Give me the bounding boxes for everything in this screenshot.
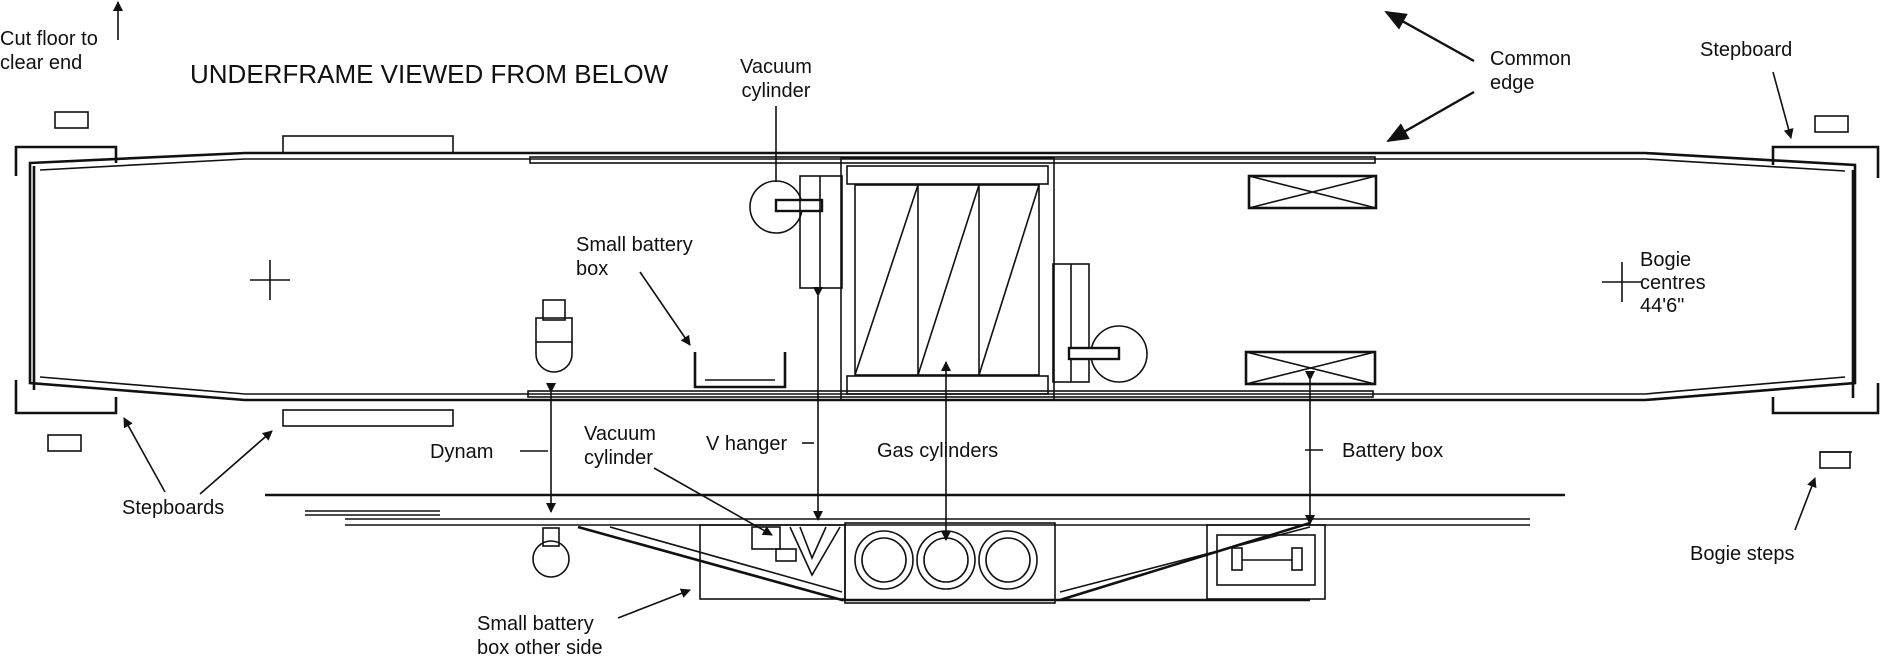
dynamo-plan — [535, 299, 573, 373]
stepboard-label: Stepboard — [1700, 39, 1792, 61]
diagram-title: UNDERFRAME VIEWED FROM BELOW — [190, 59, 669, 89]
stepboard-side-top — [282, 135, 454, 154]
common-edge-line-2: edge — [1490, 72, 1535, 94]
small-battery-box-plan — [693, 352, 787, 389]
stepboards-label: Stepboards — [122, 497, 224, 519]
cut-floor-line-1: Cut floor to — [0, 28, 98, 50]
stepboard-right-top — [1771, 145, 1880, 178]
plan-view — [14, 111, 1880, 452]
dynam-label: Dynam — [430, 441, 493, 463]
common-edge-line-1: Common — [1490, 48, 1571, 70]
leaders — [113, 1, 1817, 619]
stepboard-arrow — [1772, 71, 1794, 139]
vacuum-cylinder-side-arrow — [653, 467, 773, 536]
bogie-centre-left — [250, 260, 290, 300]
common-edge-arrow-up — [1384, 10, 1475, 63]
bottom-rail — [527, 390, 1374, 398]
vacuum-cylinder-top-line-1: Vacuum — [740, 56, 812, 78]
stepboard-left-top — [14, 145, 118, 176]
battery-box-side — [1206, 524, 1326, 600]
truss-rod-right-2 — [1059, 526, 1311, 593]
battery-box-plan-bottom — [1244, 350, 1377, 386]
truss-rod-left-2 — [609, 526, 843, 593]
small-battery-box-side — [699, 524, 846, 600]
truss-rod-left — [577, 525, 1310, 602]
stepboards-arrow-1 — [123, 417, 166, 493]
bogie-step-right-side — [1819, 451, 1851, 469]
small-battery-box-other-side-line-2: box other side — [477, 637, 603, 659]
bogie-step-right-top — [1814, 115, 1849, 133]
gas-cylinders-label: Gas cylinders — [877, 440, 998, 462]
top-rail — [529, 156, 1376, 164]
v-hanger-label: V hanger — [706, 433, 788, 455]
stepboard-left-bottom — [14, 380, 118, 415]
vacuum-cylinder-side-line-1: Vacuum — [584, 423, 656, 445]
cut-floor-line-2: clear end — [0, 52, 82, 74]
truss-rod-right — [1059, 521, 1311, 602]
small-battery-box-other-side-arrow — [617, 588, 691, 619]
bogie-centres-line-2: centres — [1640, 272, 1706, 294]
underframe-outline — [28, 151, 1857, 402]
bogie-centres-line-3: 44'6" — [1640, 295, 1684, 317]
vacuum-cylinder-side-line-2: cylinder — [584, 447, 653, 469]
gas-cylinders-plan — [840, 157, 1055, 401]
small-battery-box-arrow — [639, 271, 691, 346]
dynamo-side — [532, 527, 570, 578]
stepboards-arrow-2 — [199, 430, 273, 495]
sole-bar-top — [39, 158, 1846, 172]
small-battery-box-line-1: Small battery — [576, 234, 693, 256]
bogie-steps-label: Bogie steps — [1690, 543, 1795, 565]
stepboard-side-bottom — [282, 409, 454, 427]
bogie-centre-right — [1602, 262, 1642, 302]
small-battery-box-line-2: box — [576, 258, 608, 280]
vacuum-cylinder-side — [751, 526, 841, 577]
vacuum-cylinder-top-line-2: cylinder — [742, 80, 811, 102]
bogie-step-left-top — [54, 111, 89, 129]
bogie-steps-arrow — [1794, 477, 1817, 531]
gas-cylinders-side — [844, 522, 1056, 604]
small-battery-box-other-side-line-1: Small battery — [477, 613, 594, 635]
battery-box-label: Battery box — [1342, 440, 1443, 462]
battery-box-plan-top — [1247, 174, 1378, 210]
bogie-step-left-bottom — [47, 434, 82, 452]
bogie-centres-line-1: Bogie — [1640, 249, 1691, 271]
vacuum-cylinder-plan — [749, 175, 843, 289]
common-edge-arrow-down — [1386, 90, 1475, 143]
side-view — [265, 451, 1852, 604]
vacuum-cylinder-plan-2 — [1052, 263, 1148, 383]
stepboard-right-bottom — [1771, 383, 1880, 415]
